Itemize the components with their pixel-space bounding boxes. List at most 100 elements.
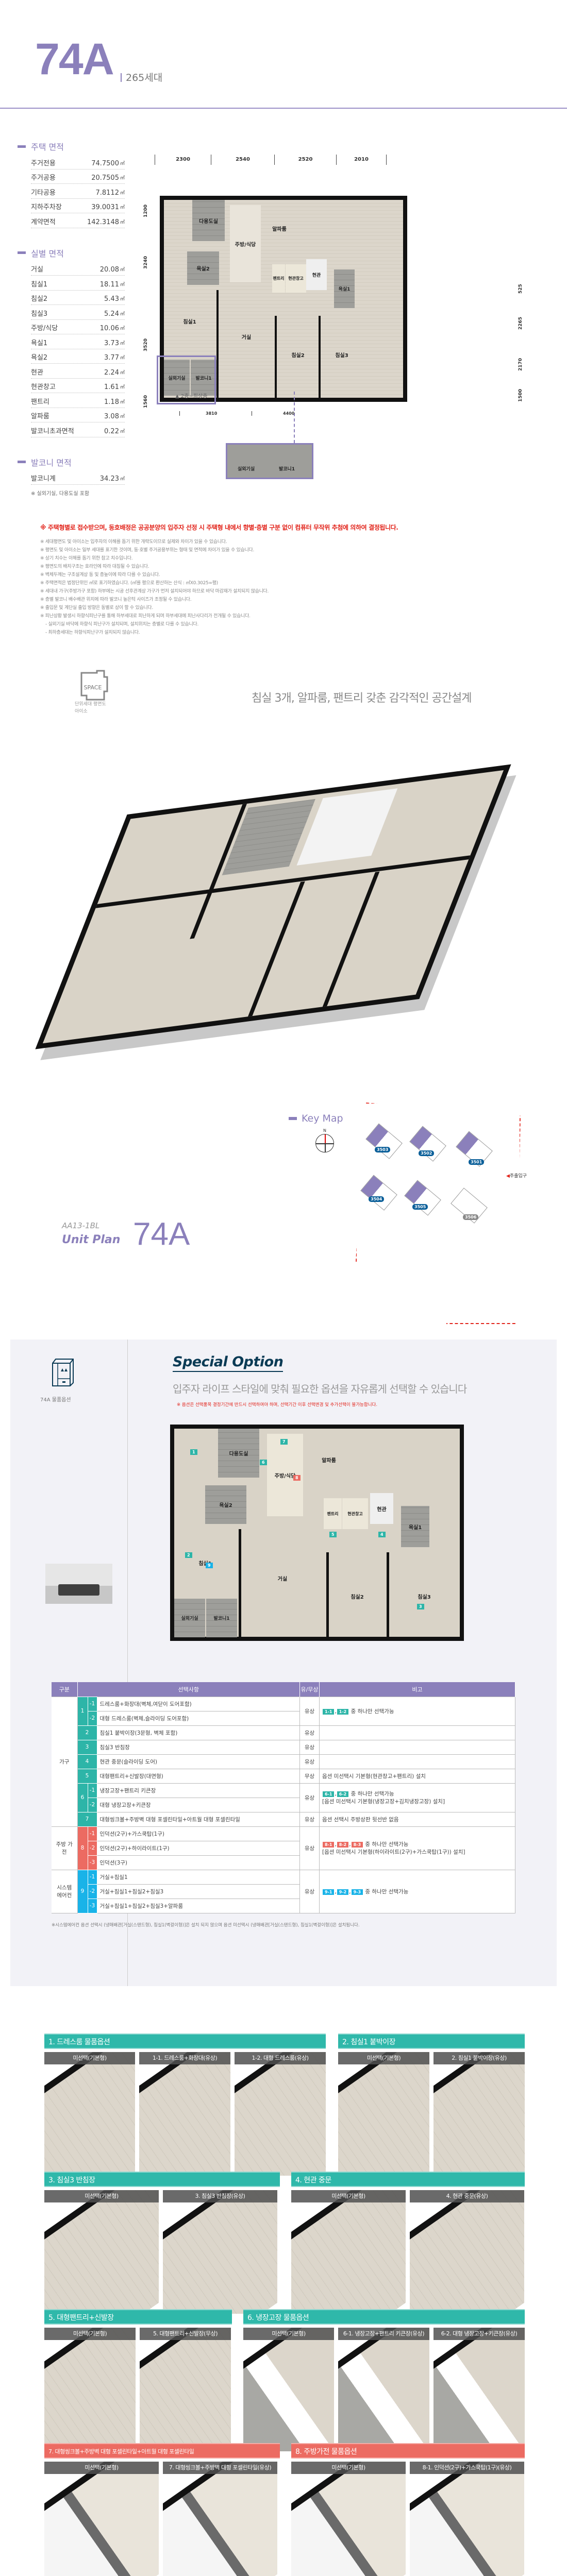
option-image: 8-1. 인덕션(2구)+가스쿡탑(1구)(유상)	[410, 2462, 524, 2576]
house-area-title: 주택 면적	[18, 140, 131, 152]
option-badge: 9-3	[351, 1889, 363, 1895]
dimension: 3240	[143, 256, 148, 269]
area-value: 142.3148	[87, 218, 119, 226]
option-image: 4. 현관 중문(유상)	[410, 2190, 524, 2314]
gallery-section-2: 2. 침실1 붙박이장 미선택(기본형) 2. 침실1 붙박이장(유상)	[338, 2033, 525, 2176]
room-label: 팬트리	[31, 398, 49, 406]
note-text: 중 하나만 선택가능	[365, 1888, 409, 1895]
room-label: 침실2	[31, 295, 48, 303]
group-number: 4	[77, 1754, 97, 1769]
scene	[44, 2190, 159, 2314]
unit-plan-type: 74A	[133, 1216, 190, 1252]
dimension: 2540	[211, 155, 274, 165]
area-unit: ㎡	[120, 414, 125, 419]
scene	[338, 2052, 429, 2176]
option-image: 1-2. 대형 드레스룸(유상)	[235, 2052, 326, 2176]
image-caption: 미선택(기본형)	[243, 2328, 334, 2340]
option-item: 대형 드레스룸(벽체,슬라이딩 도어포함)	[96, 1710, 300, 1726]
isometric-render	[35, 762, 511, 1072]
building-label: 3503	[375, 1147, 391, 1153]
option-marker-5: 5	[329, 1532, 337, 1537]
area-label: 주거공용	[31, 174, 56, 182]
option-item: 대형 냉장고장+키큰장	[96, 1797, 300, 1812]
pay-type: 유상	[299, 1869, 320, 1913]
room-utility: 다용도실	[192, 200, 225, 241]
option-badge: 1-1	[323, 1708, 335, 1715]
gallery-header: 7. 대형씽크볼+주방벽 대형 포셀린타일+아트월 대형 포셀린타일	[44, 2443, 280, 2459]
pay-type: 유상	[299, 1754, 320, 1769]
floor-note: ▲ 2층~최상층	[175, 394, 208, 399]
option-image: 5. 대형팬트리+신발장(무상)	[140, 2328, 231, 2451]
room-storage: 현관창고	[286, 264, 306, 293]
gallery-header: 4. 현관 중문	[291, 2172, 525, 2187]
wall	[326, 1552, 329, 1640]
category-cell: 시스템 에어컨	[52, 1869, 78, 1913]
note-text: [옵션 미선택시 기본형(하이라이트(2구)+가스쿡탑(1구)) 설치]	[322, 1849, 465, 1855]
section-marker-icon	[289, 1117, 297, 1120]
table-row: 7 대형씽크볼+주방벽 대형 포셀린타일+아트월 대형 포셀린타일 유상 옵션 …	[52, 1811, 515, 1827]
dimension: 3810	[179, 411, 252, 416]
note-item: ※ 주택면적은 법정단위인 ㎡로 표기하였습니다. (㎡를 평으로 환산하는 산…	[40, 581, 218, 586]
area-unit: ㎡	[120, 385, 125, 390]
table-row: 가구 1 -1 드레스룸+화장대(벽체,여닫이 도어포함) 유상 1-1,1-2…	[52, 1696, 515, 1827]
building-label: 3504	[369, 1196, 385, 1202]
balcony-value: 34.23	[99, 475, 119, 483]
scene	[433, 2052, 525, 2176]
note-text: 중 하나만 선택가능	[365, 1841, 409, 1848]
option-note: 옵션 미선택시 기본형(현관창고+팬트리) 설치	[319, 1768, 515, 1784]
balcony-area-title-text: 발코니 면적	[31, 457, 72, 468]
room-value: 3.77	[104, 354, 119, 362]
option-image: 미선택(기본형)	[44, 2328, 136, 2451]
group-number: 8	[77, 1826, 88, 1870]
sub-number: -2	[87, 1710, 97, 1726]
table-row: 2 침실1 붙박이장(3문형, 벽체 포함) 유상	[52, 1725, 515, 1740]
room-label: 발코니초과면적	[31, 427, 74, 435]
sub-number: -2	[87, 1884, 97, 1899]
room-alpha: 알파룸	[272, 226, 287, 232]
room-bed1: 침실1	[198, 1561, 212, 1567]
special-option-warning: ※ 옵션은 선택품목 결정기간에 반드시 선택하여야 하며, 선택기간 이후 선…	[177, 1402, 378, 1408]
scene	[433, 2328, 525, 2451]
svg-text:SPACE: SPACE	[84, 684, 102, 691]
building-label: 3501	[469, 1159, 485, 1165]
image-caption: 미선택(기본형)	[291, 2462, 406, 2474]
table-row: -3 인덕션(3구)	[52, 1855, 515, 1870]
unit-plan-text: Unit Plan	[62, 1233, 121, 1246]
scene	[139, 2052, 230, 2176]
special-option-section: 74A 물품옵션 Special Option 입주자 라이프 스타일에 맞춰 …	[10, 1340, 557, 1986]
area-unit: ㎡	[120, 399, 125, 405]
room-value: 5.43	[104, 295, 119, 303]
unit-type-title: 74A	[35, 35, 114, 84]
note-text: [옵션 미선택시 기본형(냉장고장+김치냉장고장) 설치]	[322, 1799, 445, 1805]
option-badge: 9-2	[337, 1889, 349, 1895]
left-dimensions: 1200 3240 3520 1560	[143, 197, 151, 408]
table-header-row: 구분 선택사항 유/무상 비고	[52, 1682, 515, 1697]
compass-circle	[315, 1134, 334, 1153]
floor-plan: 2300 2540 2520 2010 1200 3240 3520 1560 …	[143, 155, 523, 408]
option-marker-6: 6	[260, 1460, 267, 1465]
room-label: 거실	[31, 266, 43, 274]
table-row: 3 침실3 반침장 유상	[52, 1739, 515, 1755]
option-item: 냉장고장+팬트리 키큰장	[96, 1783, 300, 1798]
room-ac: 실외기실	[164, 360, 190, 396]
option-item: 인덕션(3구)	[96, 1855, 300, 1870]
wall	[239, 1529, 241, 1640]
table-row: 6 -1 냉장고장+팬트리 키큰장 유상 6-1,6-2 중 하나만 선택가능[…	[52, 1783, 515, 1812]
option-marker-7: 7	[280, 1439, 288, 1445]
room-area-title: 실별 면적	[18, 247, 131, 259]
allocation-warning: ※ 주택형별로 접수받으며, 동호배정은 공공분양의 입주자 선정 시 주택형 …	[40, 524, 398, 531]
option-note: 6-1,6-2 중 하나만 선택가능[옵션 미선택시 기본형(냉장고장+김치냉장…	[319, 1783, 515, 1812]
gallery-section-4: 4. 현관 중문 미선택(기본형) 4. 현관 중문(유상)	[291, 2172, 525, 2314]
image-caption: 1-2. 대형 드레스룸(유상)	[235, 2052, 326, 2064]
room-label: 현관	[31, 368, 43, 377]
image-caption: 미선택(기본형)	[44, 2328, 136, 2340]
space-caption: 단위세대 평면도 아이소	[75, 701, 106, 715]
option-badge: 6-2	[337, 1791, 349, 1797]
pay-type: 무상	[299, 1768, 320, 1784]
main-entrance: ◀주출입구	[506, 1172, 527, 1179]
option-badge: 6-1	[323, 1791, 335, 1797]
